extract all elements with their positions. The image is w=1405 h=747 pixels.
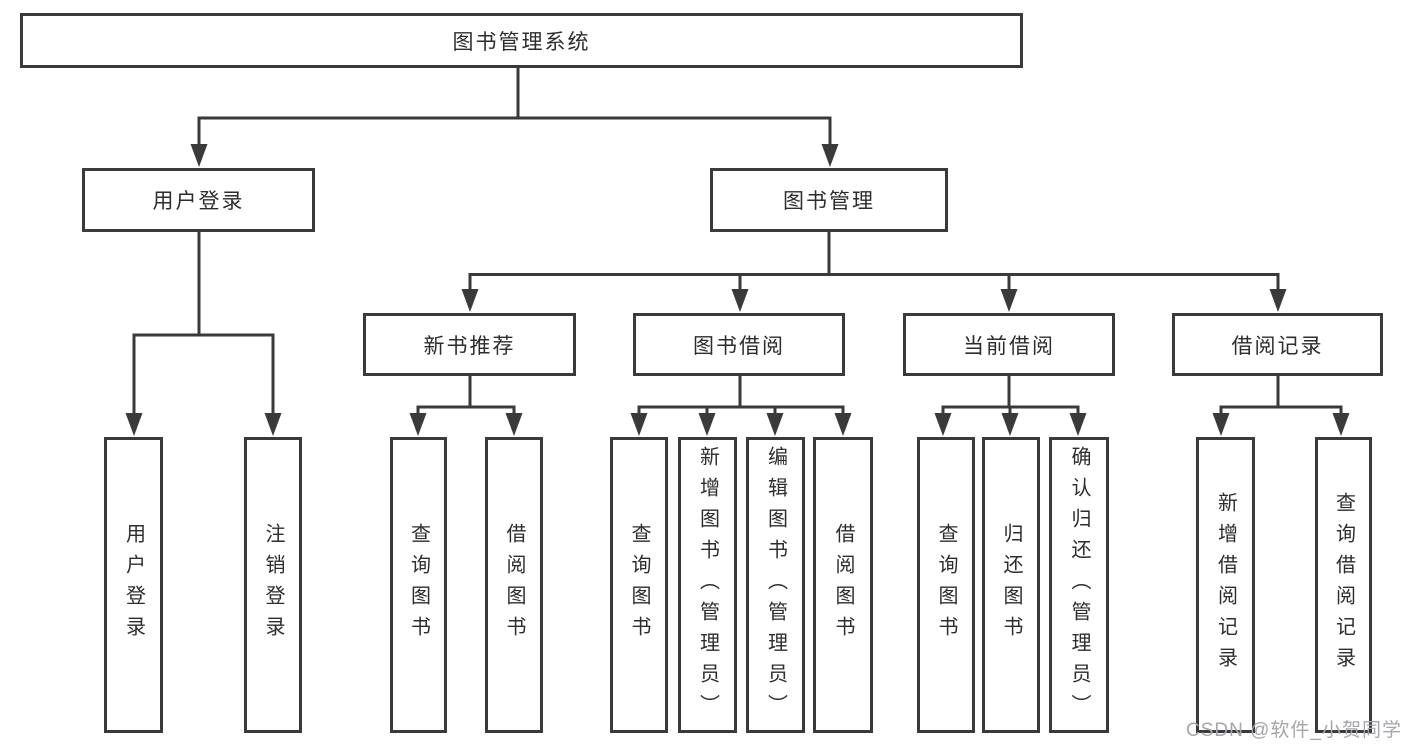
node-label: 新增图书（管理员） (696, 445, 719, 725)
node-label: 当前借阅 (963, 334, 1055, 358)
leaf-borrow-books: 借阅图书 (813, 437, 873, 733)
arrowhead-icons (125, 144, 1350, 436)
node-label: 查询借阅记录 (1332, 492, 1355, 678)
node-label: 注销登录 (262, 523, 284, 647)
csdn-watermark: CSDN @软件_小贺同学 (1186, 720, 1402, 741)
node-label: 归还图书 (1000, 523, 1022, 647)
node-book-borrowing: 图书借阅 (633, 313, 845, 376)
node-user-login: 用户登录 (82, 168, 315, 232)
node-label: 查询图书 (628, 523, 650, 647)
leaf-edit-book-admin: 编辑图书（管理员） (746, 437, 805, 733)
leaf-query-books: 查询图书 (610, 437, 668, 733)
node-label: 借阅记录 (1231, 334, 1324, 358)
leaf-confirm-return-admin: 确认归还（管理员） (1049, 437, 1109, 733)
leaf-query-borrow-record: 查询借阅记录 (1315, 437, 1372, 733)
node-label: 查询图书 (407, 523, 430, 647)
node-label: 借阅图书 (832, 523, 854, 647)
node-borrowing-records: 借阅记录 (1172, 313, 1383, 376)
node-label: 新增借阅记录 (1214, 492, 1237, 678)
node-label: 用户登录 (122, 523, 145, 647)
node-label: 用户登录 (152, 190, 245, 213)
leaf-logout: 注销登录 (244, 437, 302, 733)
leaf-query-books: 查询图书 (917, 437, 975, 733)
node-library-management-system: 图书管理系统 (20, 13, 1023, 68)
leaf-user-login: 用户登录 (104, 437, 163, 733)
leaf-return-books: 归还图书 (982, 437, 1040, 733)
node-label: 编辑图书（管理员） (764, 445, 787, 725)
node-current-borrowing: 当前借阅 (903, 313, 1115, 376)
node-label: 确认归还（管理员） (1068, 445, 1090, 725)
node-label: 新书推荐 (423, 334, 516, 358)
leaf-add-book-admin: 新增图书（管理员） (678, 437, 737, 733)
node-label: 图书管理 (783, 190, 875, 213)
leaf-query-books: 查询图书 (390, 437, 447, 733)
node-label: 图书管理系统 (452, 30, 591, 54)
node-new-book-recommendation: 新书推荐 (363, 313, 576, 376)
node-label: 图书借阅 (693, 334, 785, 358)
node-label: 查询图书 (935, 523, 957, 647)
leaf-borrow-books: 借阅图书 (485, 437, 543, 733)
node-book-management: 图书管理 (710, 168, 948, 232)
node-label: 借阅图书 (503, 523, 525, 647)
leaf-add-borrow-record: 新增借阅记录 (1196, 437, 1255, 733)
